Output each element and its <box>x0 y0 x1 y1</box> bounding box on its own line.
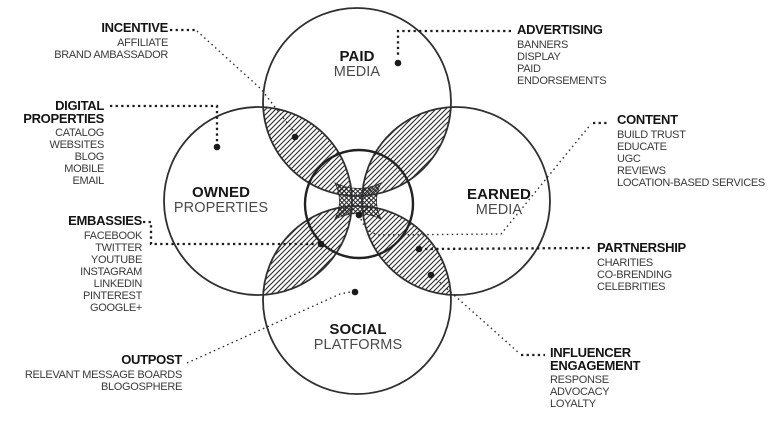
overlap-petals <box>263 107 451 295</box>
callout-title: DIGITAL PROPERTIES <box>23 98 104 126</box>
circle-subtitle: MEDIA <box>333 63 381 80</box>
callout-item: DISPLAY <box>517 50 561 63</box>
callout-title: ADVERTISING <box>517 22 603 37</box>
callout-item: TWITTER <box>95 241 142 254</box>
earned-media-label: EARNED MEDIA <box>424 187 574 218</box>
callout-item: PINTEREST <box>82 289 142 302</box>
callout-item: EMAIL <box>72 175 104 188</box>
incentive-connector-diagonal <box>196 30 296 134</box>
paid-media-label: PAID MEDIA <box>287 49 427 80</box>
callout-title: PARTNERSHIP <box>597 240 686 255</box>
callout-item: MOBILE <box>64 163 104 176</box>
circle-title: OWNED <box>192 184 250 201</box>
paid-circle-outline <box>262 7 452 197</box>
digital-properties-dot <box>213 143 221 151</box>
callout-item: BRAND AMBASSADOR <box>54 48 168 61</box>
callout-item: YOUTUBE <box>90 253 142 266</box>
circle-title: SOCIAL <box>329 321 387 338</box>
paid-earned-overlap <box>362 107 451 196</box>
center-circle-outline <box>303 148 415 260</box>
callout-item: LOYALTY <box>550 398 596 411</box>
callout-item: CATALOG <box>55 127 104 139</box>
connector-dots <box>213 59 435 296</box>
connectors <box>110 28 607 364</box>
social-platforms-label: SOCIAL PLATFORMS <box>283 322 433 353</box>
owned-social-overlap <box>263 206 352 295</box>
callout-item: RESPONSE <box>550 374 609 386</box>
circle-subtitle: MEDIA <box>475 201 523 218</box>
callout-title: INFLUENCER ENGAGEMENT <box>550 345 641 373</box>
embassies-dot <box>317 240 325 248</box>
callout-item: FACEBOOK <box>83 229 142 242</box>
callout-item: LINKEDIN <box>93 277 143 290</box>
callout-item: CHARITIES <box>597 256 653 269</box>
advertising-connector <box>396 29 511 58</box>
callout-item: WEBSITES <box>49 139 105 152</box>
advertising-dot <box>394 59 402 67</box>
callout-item: BANNERS <box>517 38 569 51</box>
outpost-dot <box>351 288 359 296</box>
content-dot <box>355 211 363 219</box>
circle-outlines <box>163 7 551 395</box>
callout-item: REVIEWS <box>617 164 666 177</box>
callout-item: ENDORSEMENTS <box>517 74 607 87</box>
owned-circle-outline <box>163 106 353 296</box>
callout-item: LOCATION-BASED SERVICES <box>617 176 765 189</box>
partnership-dot <box>415 245 423 253</box>
callout-item: EDUCATE <box>617 140 667 153</box>
owned-properties-label: OWNED PROPERTIES <box>146 185 296 216</box>
callout-item: PAID <box>517 62 541 75</box>
callout-title: INCENTIVE <box>101 20 168 35</box>
callout-item: ADVOCACY <box>550 386 610 399</box>
callout-item: AFFILIATE <box>117 36 168 49</box>
circle-title: PAID <box>339 48 375 65</box>
callout-item: CO-BRENDING <box>597 268 672 281</box>
circle-subtitle: PROPERTIES <box>173 199 269 216</box>
callout-title: OUTPOST <box>121 352 182 367</box>
circle-title: EARNED <box>467 186 531 203</box>
callout-item: INSTAGRAM <box>80 265 142 278</box>
social-circle-outline <box>262 205 452 395</box>
callout-title: EMBASSIES <box>68 213 142 228</box>
callout-item: BUILD TRUST <box>617 128 686 141</box>
circle-subtitle: PLATFORMS <box>313 336 403 353</box>
digital-properties-connector <box>110 104 219 142</box>
callout-item: BLOG <box>74 151 105 164</box>
callout-item: CELEBRITIES <box>597 280 666 293</box>
paid-owned-overlap <box>263 107 352 196</box>
influencer-dot <box>427 271 435 279</box>
callout-item: RELEVANT MESSAGE BOARDS <box>24 368 182 381</box>
callout-item: GOOGLE+ <box>89 302 142 315</box>
incentive-dot <box>291 133 299 141</box>
callout-title: CONTENT <box>617 112 678 127</box>
embassies-connector <box>143 220 315 246</box>
earned-social-overlap <box>362 206 451 295</box>
content-connector-diagonal <box>360 123 592 236</box>
callout-item: UGC <box>617 152 641 165</box>
callout-item: BLOGOSPHERE <box>100 380 182 393</box>
outpost-connector <box>186 291 351 364</box>
earned-circle-outline <box>361 106 551 296</box>
